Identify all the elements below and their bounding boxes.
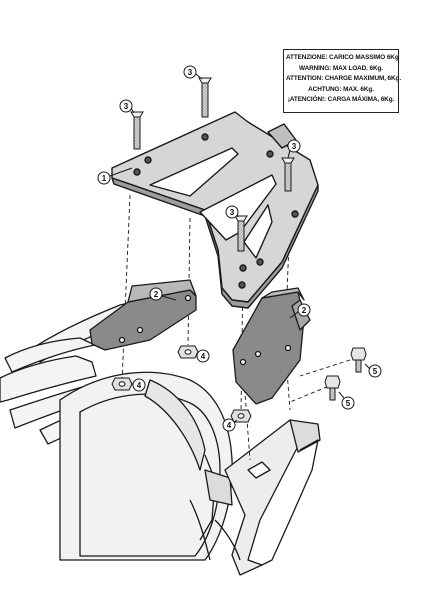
warning-line-en: WARNING: MAX LOAD. 6Kg. bbox=[299, 64, 383, 72]
max-load-warning-box: ATTENZIONE: CARICO MASSIMO 6Kg WARNING: … bbox=[283, 49, 402, 113]
callout-bolt-b: 5 bbox=[338, 391, 355, 410]
motorcycle-subframe bbox=[214, 419, 321, 576]
warning-line-it: ATTENZIONE: CARICO MASSIMO 6Kg bbox=[286, 54, 399, 61]
callout-nut-c: 4 bbox=[222, 418, 238, 432]
bolt-parts bbox=[324, 347, 367, 401]
callout-bolt-b-label: 5 bbox=[346, 399, 351, 408]
nut-c bbox=[230, 409, 252, 423]
nut-b bbox=[111, 377, 133, 391]
warning-line-de: ACHTUNG: MAX. 6Kg. bbox=[308, 85, 374, 93]
callout-nut-a-label: 4 bbox=[201, 352, 206, 361]
callout-screw-d-label: 3 bbox=[230, 208, 235, 217]
nut-parts bbox=[111, 345, 252, 423]
warning-line-es: ¡ATENCIÓN!: CARGA MÁXIMA, 6Kg. bbox=[287, 96, 395, 104]
warning-line-fr: ATTENTION: CHARGE MAXIMUM, 6Kg. bbox=[286, 75, 402, 83]
callout-bolt-a: 5 bbox=[364, 363, 382, 378]
left-bracket bbox=[89, 279, 197, 351]
rack-mounting-plate bbox=[111, 111, 319, 309]
callout-screw-d: 3 bbox=[225, 205, 239, 219]
callout-plate: 1 bbox=[97, 167, 133, 185]
screw-a bbox=[198, 77, 212, 118]
callout-bracket-left-label: 2 bbox=[154, 290, 159, 299]
bolt-b bbox=[324, 375, 341, 401]
callout-plate-label: 1 bbox=[102, 174, 107, 183]
screw-c bbox=[281, 157, 295, 192]
callout-bracket-right-label: 2 bbox=[302, 306, 307, 315]
callout-bracket-right: 2 bbox=[289, 303, 311, 319]
motorcycle-tail-body bbox=[59, 371, 233, 561]
callout-nut-a: 4 bbox=[196, 349, 210, 363]
callout-screw-a: 3 bbox=[183, 65, 203, 80]
screw-b bbox=[130, 111, 144, 150]
callout-nut-c-label: 4 bbox=[227, 421, 232, 430]
callout-bubbles: 1 2 2 3 3 3 3 bbox=[97, 65, 382, 432]
callout-nut-b: 4 bbox=[131, 378, 146, 392]
bolt-a bbox=[350, 347, 367, 373]
screw-parts bbox=[130, 77, 295, 252]
nut-a bbox=[177, 345, 199, 359]
callout-screw-c: 3 bbox=[287, 139, 301, 159]
callout-bracket-left: 2 bbox=[149, 287, 177, 301]
callout-screw-b-label: 3 bbox=[124, 102, 129, 111]
callout-screw-c-label: 3 bbox=[292, 142, 297, 151]
callout-screw-a-label: 3 bbox=[188, 68, 193, 77]
right-bracket bbox=[232, 287, 311, 405]
screw-d bbox=[234, 215, 248, 252]
callout-nut-b-label: 4 bbox=[137, 381, 142, 390]
callout-screw-b: 3 bbox=[119, 99, 135, 114]
callout-bolt-a-label: 5 bbox=[373, 367, 378, 376]
